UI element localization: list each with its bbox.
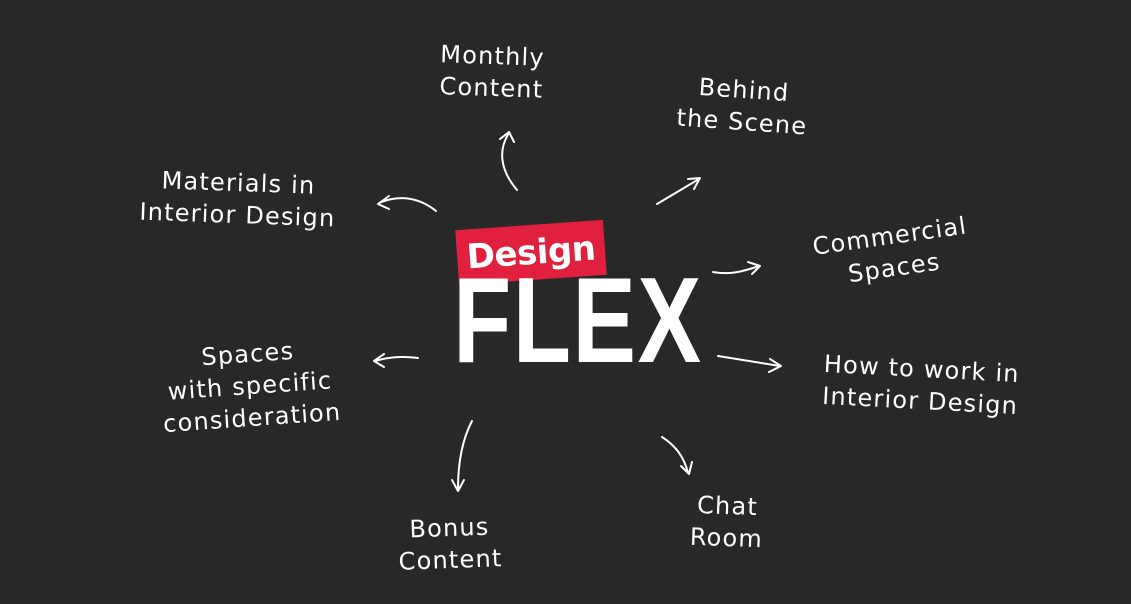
node-how-to-work: How to work in Interior Design xyxy=(810,347,1031,422)
node-line: Content xyxy=(439,72,544,104)
arrow-monthly-content xyxy=(499,131,518,191)
arrow-behind-the-scene xyxy=(656,177,701,205)
node-line: Chat xyxy=(696,490,759,522)
arrow-chat-room xyxy=(661,436,693,475)
logo-main: FLEX xyxy=(453,256,701,384)
arrow-how-to-work xyxy=(717,355,782,373)
arrow-materials xyxy=(377,195,437,212)
node-spaces-specific: Spaces with specific consideration xyxy=(143,331,357,441)
logo-main-text: FLEX xyxy=(453,252,703,388)
arrow-spaces-specific xyxy=(373,353,419,368)
node-line: Monthly xyxy=(439,40,546,72)
node-behind-the-scene: Behind the Scene xyxy=(666,69,820,143)
arrow-bonus-content xyxy=(451,420,473,492)
node-materials: Materials in Interior Design xyxy=(130,163,346,234)
node-chat-room: Chat Room xyxy=(679,488,775,555)
arrow-commercial-spaces xyxy=(712,261,761,275)
node-monthly-content: Monthly Content xyxy=(429,38,555,106)
node-line: Content xyxy=(398,544,503,576)
node-bonus-content: Bonus Content xyxy=(387,510,513,578)
node-line: Bonus xyxy=(408,512,490,544)
node-line: Room xyxy=(689,522,764,554)
